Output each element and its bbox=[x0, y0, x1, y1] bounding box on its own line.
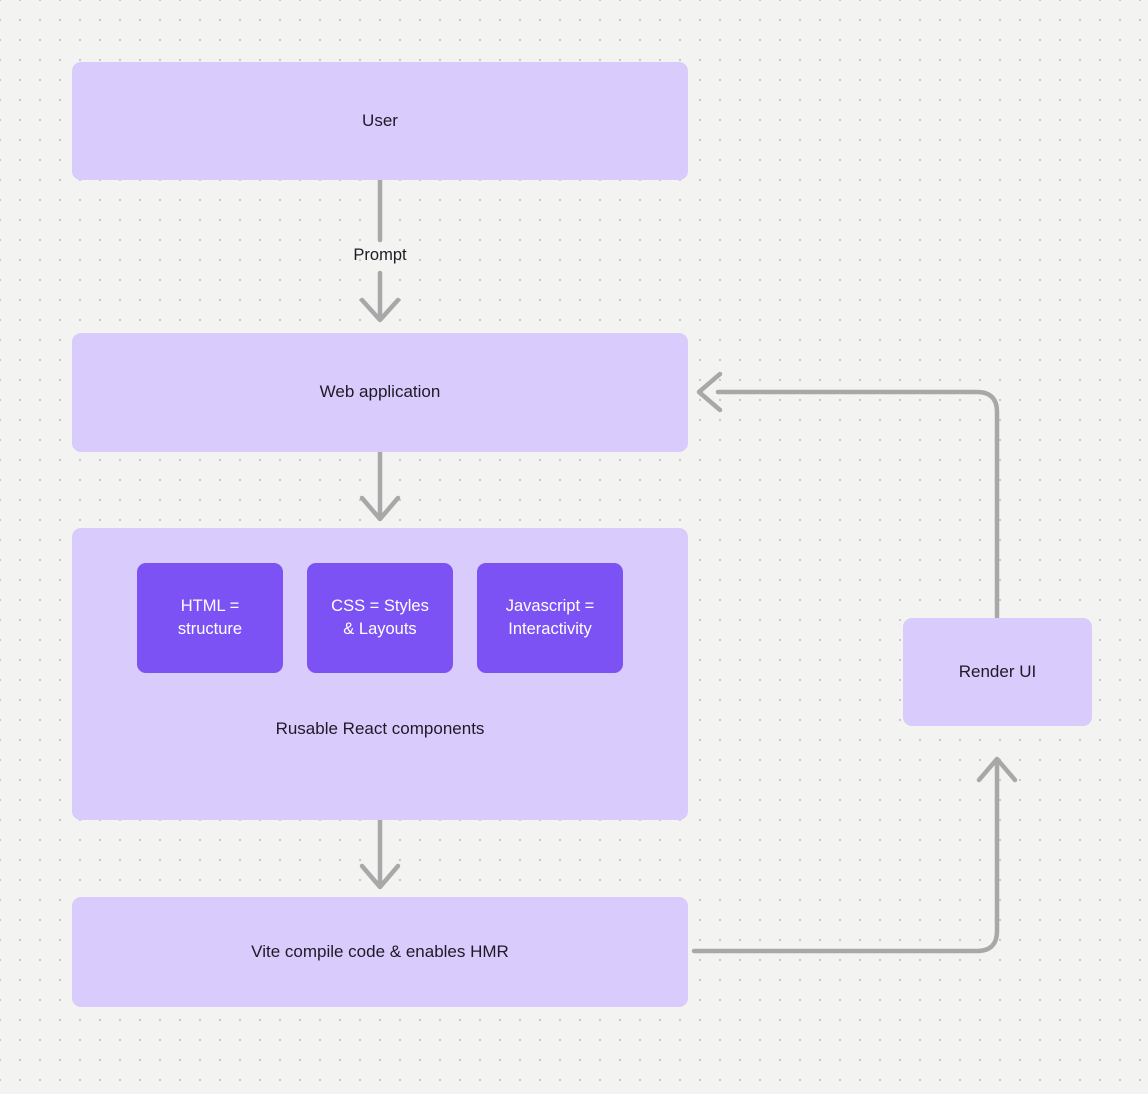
edge-render-ui-to-web-application bbox=[696, 371, 1000, 621]
node-user-label: User bbox=[362, 110, 398, 130]
node-javascript-label-line1: Javascript = bbox=[505, 597, 595, 616]
node-html[interactable]: HTML = structure bbox=[137, 563, 283, 673]
node-user[interactable]: User bbox=[72, 62, 688, 180]
edge-vite-to-render-ui bbox=[691, 756, 1018, 954]
node-css-label-line2: & Layouts bbox=[343, 620, 417, 638]
edge-label-prompt: Prompt bbox=[353, 246, 407, 264]
node-javascript-label-line2: Interactivity bbox=[508, 620, 592, 638]
node-web-application[interactable]: Web application bbox=[72, 333, 688, 452]
node-render-ui-label: Render UI bbox=[958, 661, 1037, 681]
edge-components-to-vite bbox=[359, 817, 401, 890]
node-html-label-line2: structure bbox=[177, 620, 243, 638]
node-web-application-label: Web application bbox=[319, 382, 441, 402]
node-render-ui[interactable]: Render UI bbox=[903, 618, 1092, 726]
edge-web-application-to-components bbox=[359, 449, 401, 522]
node-css-label-line1: CSS = Styles bbox=[331, 597, 429, 616]
node-javascript[interactable]: Javascript = Interactivity bbox=[477, 563, 623, 673]
node-html-label-line1: HTML = bbox=[180, 597, 240, 616]
node-vite-label: Vite compile code & enables HMR bbox=[251, 941, 509, 961]
node-css[interactable]: CSS = Styles & Layouts bbox=[307, 563, 453, 673]
node-components-group[interactable]: HTML = structure CSS = Styles & Layouts … bbox=[72, 528, 688, 820]
node-vite[interactable]: Vite compile code & enables HMR bbox=[72, 897, 688, 1007]
node-components-group-caption: Rusable React components bbox=[275, 719, 485, 738]
